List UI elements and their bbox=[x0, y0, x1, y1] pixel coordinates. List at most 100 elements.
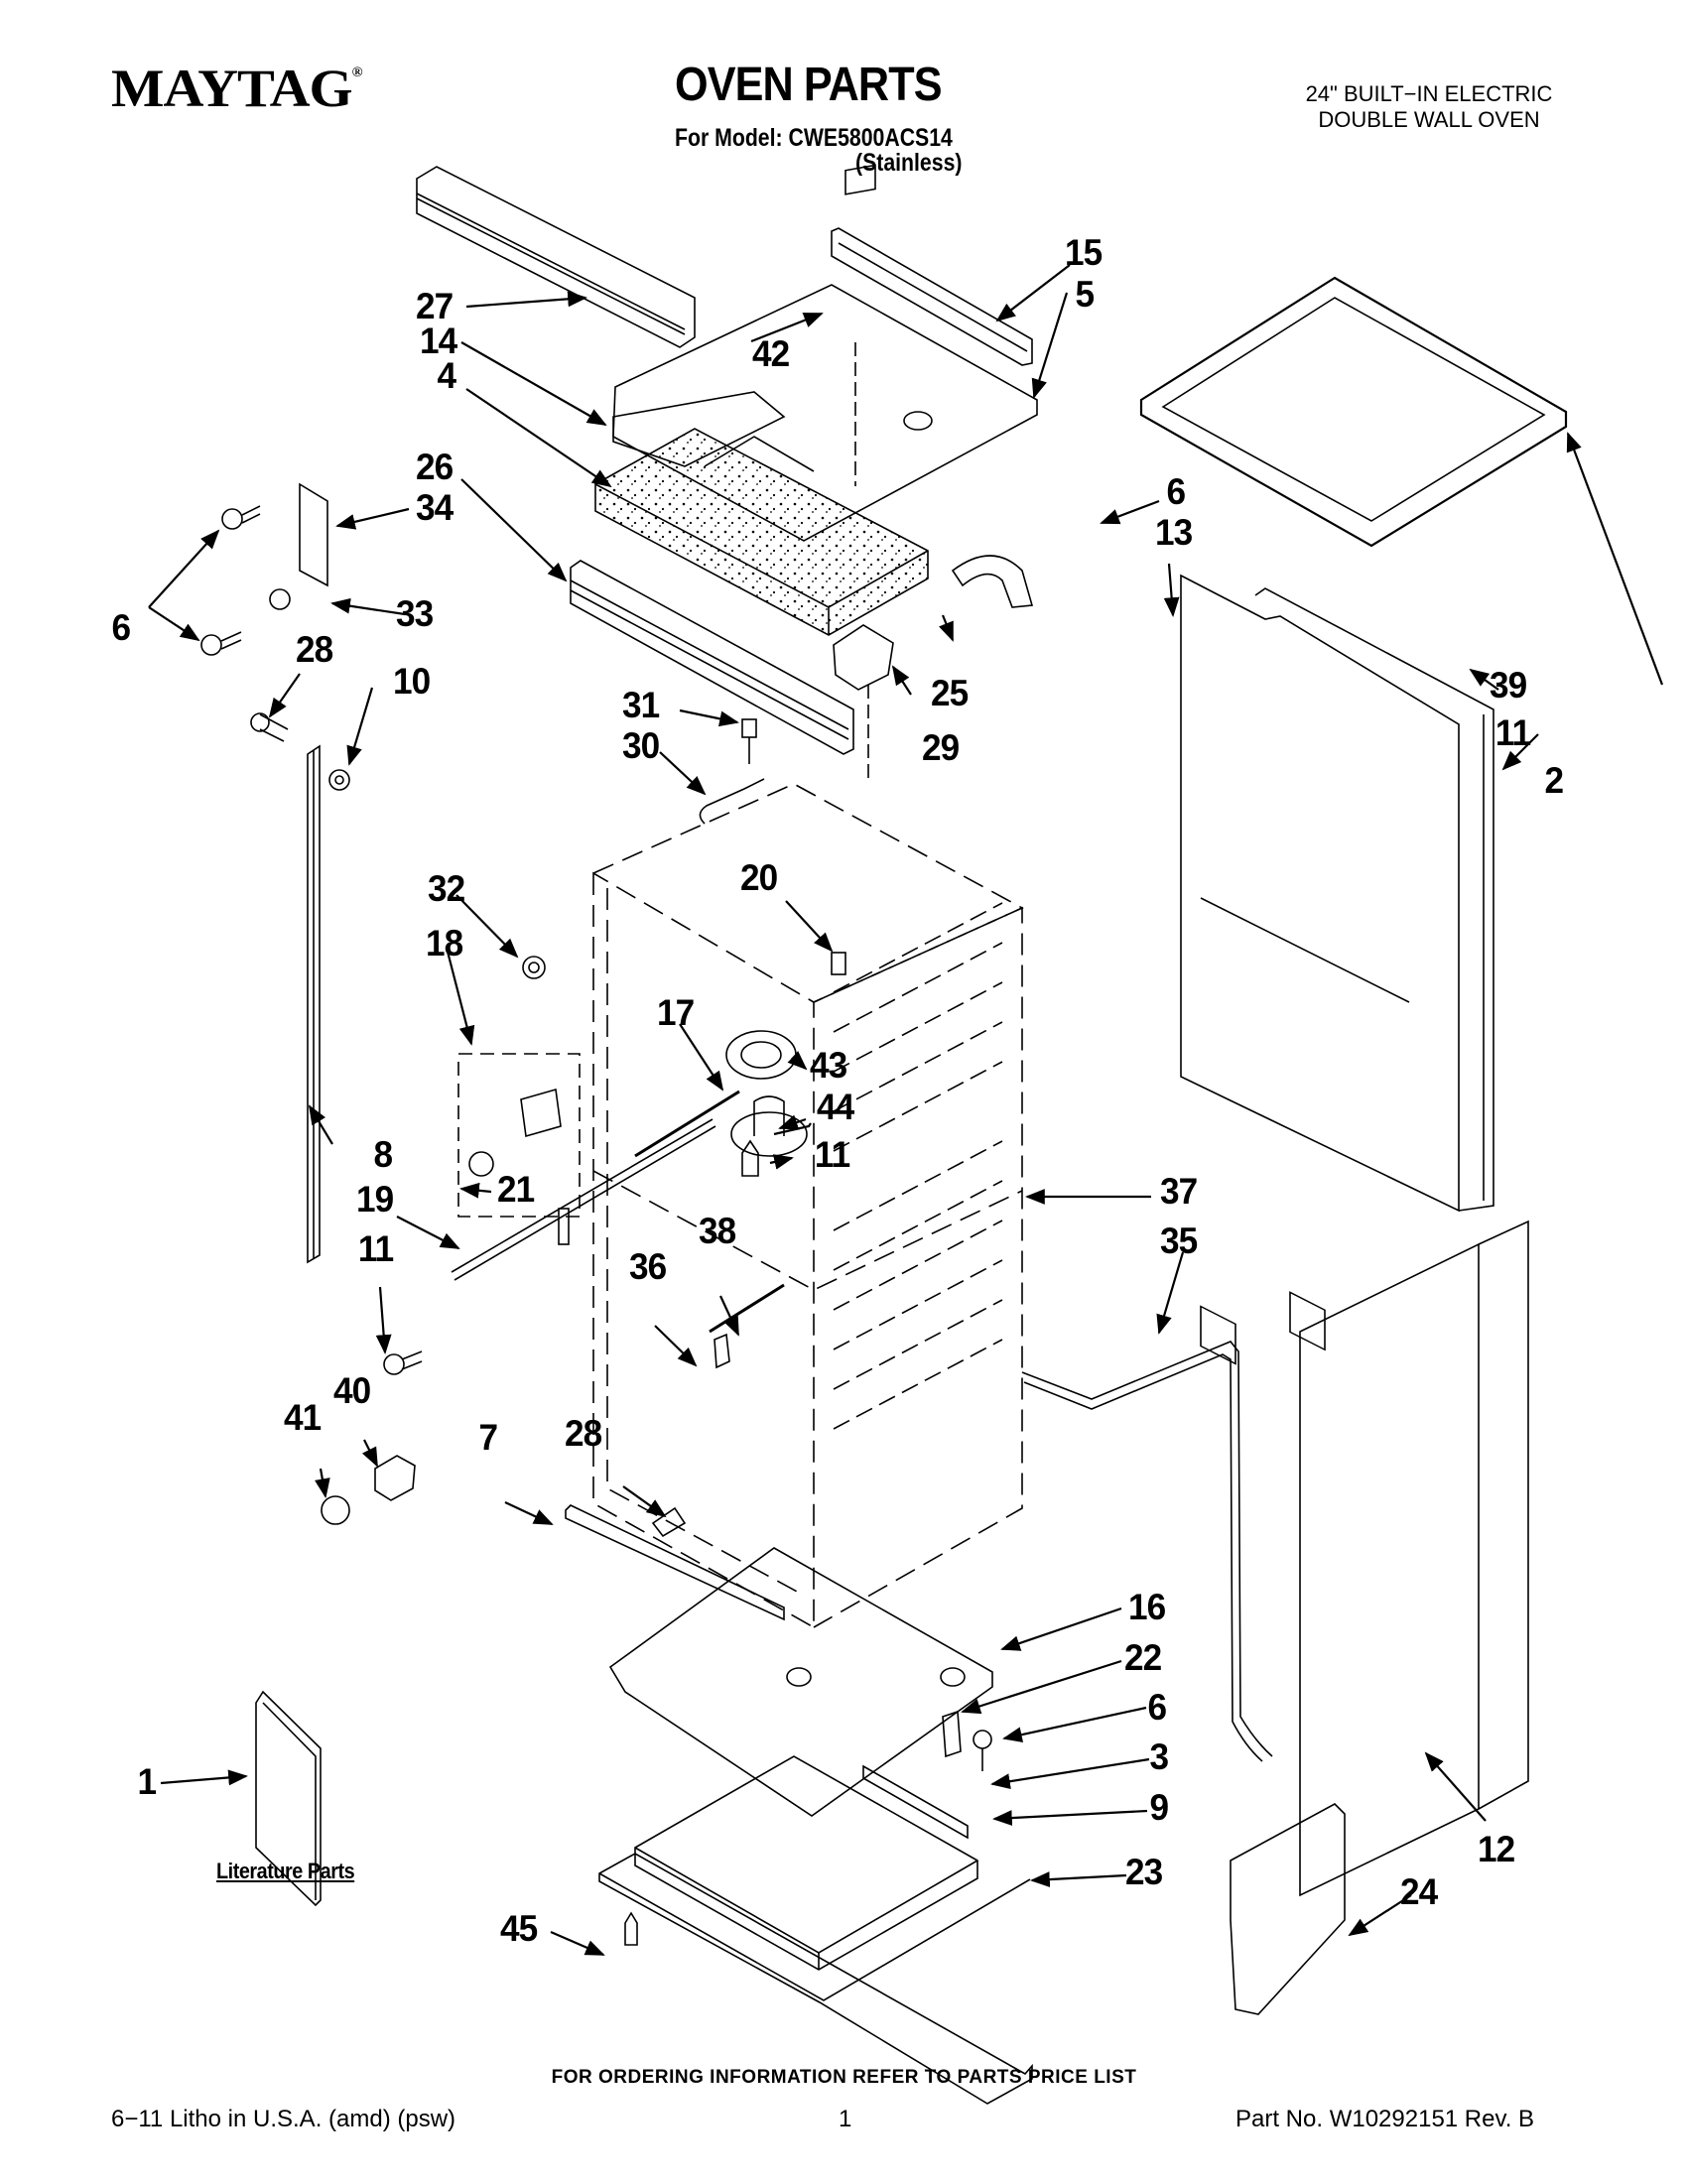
part-8-side-trim bbox=[307, 744, 321, 1264]
callout-39: 39 bbox=[1489, 665, 1527, 706]
litho-info: 6−11 Litho in U.S.A. (amd) (psw) bbox=[111, 2106, 456, 2132]
part-40-lamp-socket bbox=[374, 1455, 416, 1501]
part-6-screws-left bbox=[200, 505, 261, 656]
part-4-insulation bbox=[594, 428, 929, 636]
part-14-cover bbox=[612, 391, 786, 467]
callout-6: 6 bbox=[1147, 1687, 1167, 1728]
part-35-tube bbox=[1021, 1341, 1273, 1762]
part-17-bake-element bbox=[634, 1090, 740, 1158]
part-31-bolt bbox=[741, 718, 757, 764]
callout-18: 18 bbox=[425, 923, 463, 964]
part-36-clip bbox=[714, 1333, 730, 1369]
callout-2: 2 bbox=[1544, 760, 1564, 801]
part-20-clip bbox=[831, 952, 846, 975]
part-number: Part No. W10292151 Rev. B bbox=[1235, 2106, 1535, 2132]
part-15-rear-rail bbox=[831, 227, 1033, 366]
part-39-gasket-frame bbox=[1139, 276, 1568, 548]
literature-parts-label: Literature Parts bbox=[216, 1859, 355, 1883]
part-25-duct bbox=[951, 555, 1034, 608]
part-32-knob bbox=[522, 956, 546, 979]
part-34-bracket bbox=[299, 482, 328, 587]
part-6-screw-bottom bbox=[973, 1730, 992, 1771]
oven-cavity-vents bbox=[833, 902, 1003, 1430]
callout-21: 21 bbox=[496, 1169, 535, 1210]
model-variant: (Stainless) bbox=[855, 149, 963, 177]
callout-19: 19 bbox=[355, 1179, 394, 1220]
part-19-sensor bbox=[451, 1118, 716, 1281]
callout-31: 31 bbox=[621, 685, 660, 725]
callout-29: 29 bbox=[921, 727, 960, 768]
callout-37: 37 bbox=[1159, 1171, 1198, 1212]
callout-28: 28 bbox=[564, 1413, 602, 1454]
part-26-vent-rail bbox=[570, 560, 854, 755]
callout-14: 14 bbox=[419, 321, 457, 361]
part-12-side-panel bbox=[1299, 1220, 1529, 1897]
callout-11: 11 bbox=[814, 1134, 850, 1175]
callout-7: 7 bbox=[478, 1417, 498, 1458]
product-line-1: 24" BUILT−IN ELECTRIC bbox=[1305, 81, 1553, 106]
callout-11: 11 bbox=[1494, 712, 1531, 753]
part-45-screw bbox=[624, 1911, 638, 1946]
part-18-light-assembly bbox=[457, 1053, 581, 1218]
part-10-bushing bbox=[328, 769, 350, 791]
callout-25: 25 bbox=[930, 673, 969, 713]
callout-5: 5 bbox=[1075, 274, 1095, 315]
part-23-bottom-tray bbox=[598, 1853, 1033, 2105]
callout-16: 16 bbox=[1127, 1587, 1166, 1627]
part-42-switch bbox=[844, 164, 876, 486]
part-28-screw-top bbox=[250, 712, 289, 742]
part-28-screw-bottom bbox=[651, 1506, 687, 1538]
callout-36: 36 bbox=[628, 1246, 667, 1287]
callout-27: 27 bbox=[415, 286, 454, 326]
callout-30: 30 bbox=[621, 725, 660, 766]
brand-name: MAYTAG bbox=[111, 59, 353, 118]
callout-6: 6 bbox=[1166, 471, 1186, 512]
part-27-top-trim bbox=[416, 166, 696, 348]
oven-cavity bbox=[592, 783, 1024, 1629]
callout-13: 13 bbox=[1154, 512, 1193, 553]
product-description: 24" BUILT−IN ELECTRIC DOUBLE WALL OVEN bbox=[1280, 81, 1578, 133]
callout-32: 32 bbox=[427, 868, 465, 909]
model-line: For Model: CWE5800ACS14 bbox=[675, 124, 953, 152]
part-3-bracket bbox=[862, 1764, 969, 1840]
callout-4: 4 bbox=[437, 355, 456, 396]
callout-17: 17 bbox=[656, 992, 695, 1033]
page-title: OVEN PARTS bbox=[675, 59, 943, 111]
callout-41: 41 bbox=[283, 1397, 322, 1438]
callout-22: 22 bbox=[1123, 1637, 1162, 1678]
part-43-gasket-ring bbox=[725, 1030, 797, 1080]
part-9-floor-panel bbox=[634, 1755, 978, 1971]
callout-44: 44 bbox=[816, 1087, 854, 1127]
callout-26: 26 bbox=[415, 447, 454, 487]
part-11-screw-lower bbox=[383, 1350, 423, 1375]
part-1-literature-book bbox=[255, 1690, 322, 1907]
brand-logo: MAYTAG® bbox=[111, 58, 363, 119]
product-line-2: DOUBLE WALL OVEN bbox=[1318, 107, 1540, 132]
page-number: 1 bbox=[839, 2106, 852, 2132]
callout-28: 28 bbox=[295, 629, 333, 670]
callout-34: 34 bbox=[415, 487, 454, 528]
part-2-rear-panel-back bbox=[1254, 587, 1494, 1212]
callout-11: 11 bbox=[357, 1228, 394, 1269]
callout-20: 20 bbox=[739, 857, 778, 898]
part-41-bulb bbox=[321, 1495, 350, 1525]
part-13-rear-panel bbox=[1180, 574, 1460, 1365]
callout-23: 23 bbox=[1124, 1852, 1163, 1892]
leader-lines bbox=[148, 264, 1664, 1957]
callout-33: 33 bbox=[395, 593, 434, 634]
callout-6: 6 bbox=[111, 607, 131, 648]
callout-45: 45 bbox=[499, 1908, 538, 1949]
part-29-valve bbox=[833, 624, 894, 784]
part-11-screw-cavity bbox=[741, 1139, 759, 1177]
callout-10: 10 bbox=[392, 661, 431, 702]
part-38-broil-element bbox=[709, 1283, 785, 1334]
part-30-clip bbox=[699, 778, 765, 825]
part-16-bottom-panel bbox=[608, 1547, 993, 1817]
part-33-fastener bbox=[269, 588, 291, 610]
callout-43: 43 bbox=[809, 1045, 847, 1086]
registered-mark: ® bbox=[351, 65, 363, 80]
callout-38: 38 bbox=[698, 1211, 736, 1251]
callout-3: 3 bbox=[1149, 1736, 1169, 1777]
callout-15: 15 bbox=[1064, 232, 1103, 273]
